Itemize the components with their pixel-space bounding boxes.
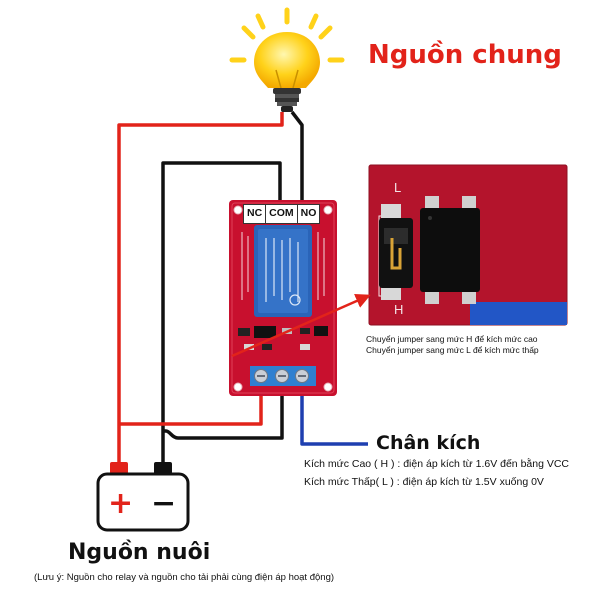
black-wire-load [290,110,304,204]
black-wire-gnd [163,382,284,440]
jumper-closeup-icon: L H [368,164,568,326]
jumper-label-high: H [394,302,403,317]
battery-icon: + − [96,462,190,532]
blue-wire-trigger [300,382,368,446]
common-supply-title: Nguồn chung [368,40,562,70]
jumper-note-high: Chuyển jumper sang mức H để kích mức cao [366,334,538,344]
terminal-nc-label: NC [244,205,267,223]
jumper-notes: Chuyển jumper sang mức H để kích mức cao… [366,334,539,356]
terminal-com-label: COM [266,205,298,223]
arrow-icon [231,293,371,358]
terminal-no-label: NO [300,207,317,219]
relay-terminal-labels: NC COM NO [243,204,321,224]
trigger-high-level-text: Kích mức Cao ( H ) : điện áp kích từ 1.6… [304,458,570,470]
battery-minus-symbol: − [151,486,176,521]
trigger-low-level-text: Kích mức Thấp( L ) : điện áp kích từ 1.5… [304,476,544,488]
red-wire [117,112,284,466]
supply-title: Nguồn nuôi [68,540,211,565]
jumper-label-low: L [394,180,401,195]
trigger-pin-title: Chân kích [376,432,481,454]
black-wire-com [161,161,282,466]
supply-note: (Lưu ý: Nguồn cho relay và nguồn cho tải… [34,572,335,583]
jumper-note-low: Chuyển jumper sang mức L để kích mức thấ… [366,345,539,355]
relay-module-icon [229,200,337,396]
light-bulb-icon [229,7,345,112]
battery-plus-symbol: + [108,486,133,521]
